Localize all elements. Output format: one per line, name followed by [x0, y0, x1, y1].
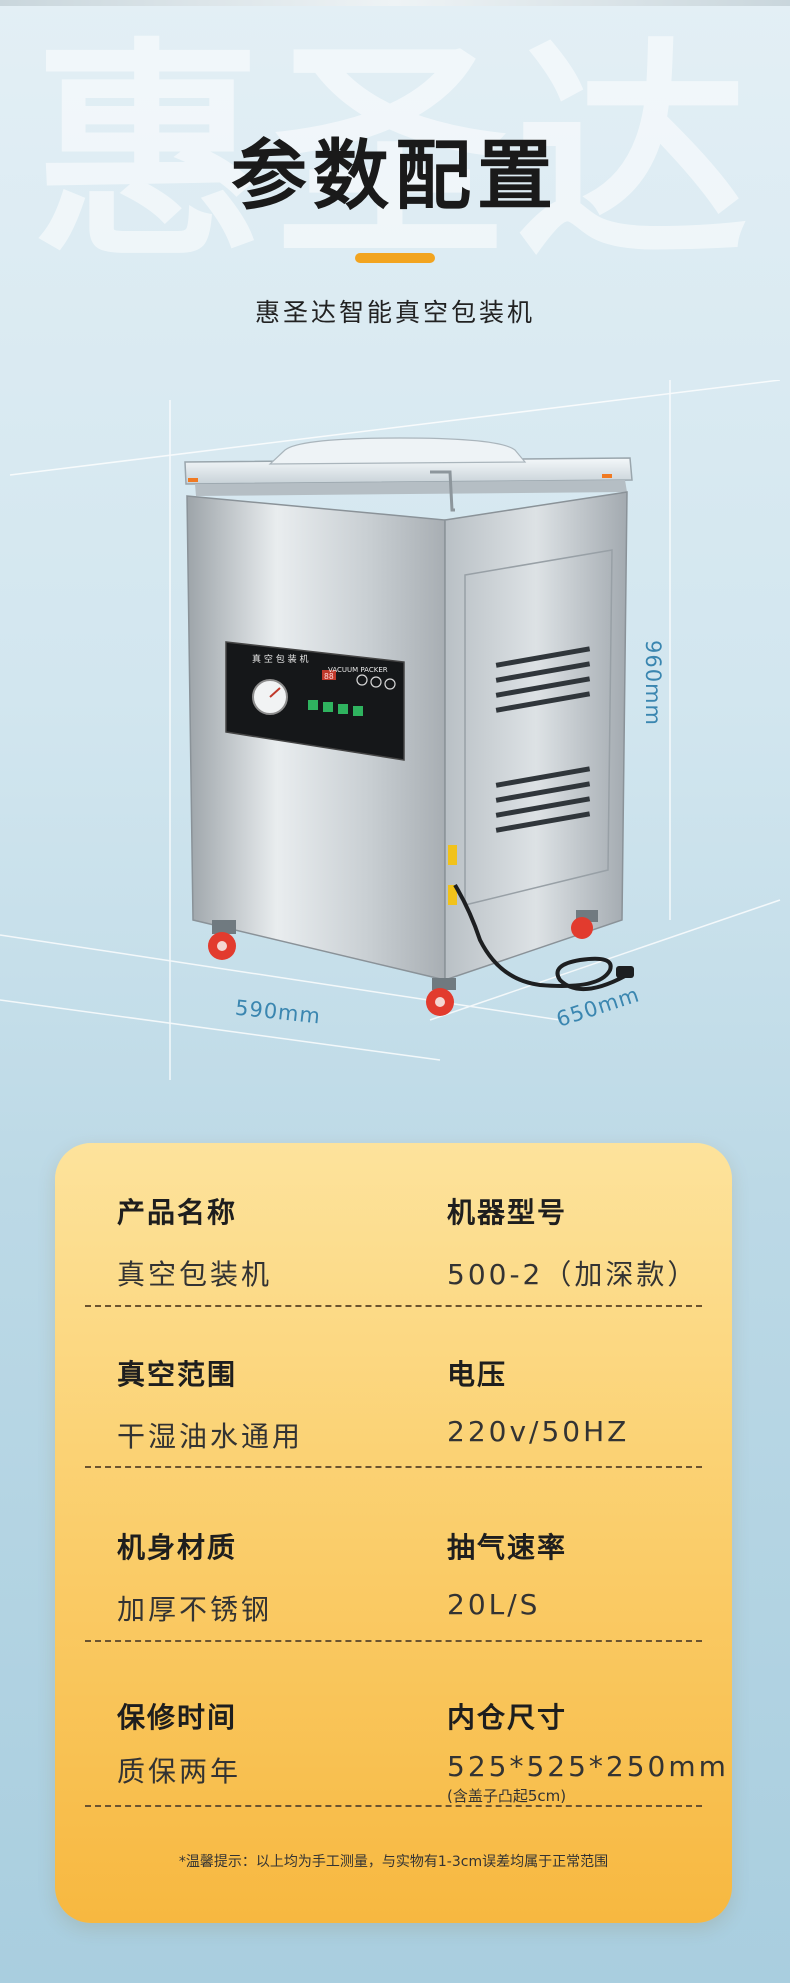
spec-cell: 电压 220v/50HZ — [447, 1353, 747, 1448]
spec-value: 加厚不锈钢 — [117, 1593, 273, 1626]
spec-value: 500-2（加深款） — [447, 1258, 699, 1291]
spec-value: 220v/50HZ — [447, 1415, 630, 1448]
spec-cell: 保修时间 质保两年 — [117, 1696, 417, 1790]
spec-cell: 机器型号 500-2（加深款） — [447, 1191, 747, 1293]
spec-note: (含盖子凸起5cm) — [447, 1787, 567, 1805]
spec-label: 机器型号 — [447, 1196, 568, 1229]
spec-cell: 产品名称 真空包装机 — [117, 1191, 417, 1293]
brand-watermark: 惠圣达 — [31, 19, 758, 289]
panel-label: 真 空 包 装 机 — [252, 653, 308, 665]
spec-label: 抽气速率 — [447, 1531, 568, 1564]
spec-label: 产品名称 — [117, 1196, 238, 1229]
spec-value: 质保两年 — [117, 1755, 242, 1788]
spec-value: 20L/S — [447, 1588, 541, 1621]
spec-label: 机身材质 — [117, 1531, 238, 1564]
spec-label: 电压 — [447, 1358, 508, 1391]
spec-cell: 真空范围 干湿油水通用 — [117, 1353, 417, 1455]
row-divider — [85, 1640, 702, 1642]
spec-label: 内仓尺寸 — [447, 1701, 568, 1734]
spec-cell: 机身材质 加厚不锈钢 — [117, 1526, 417, 1628]
row-divider — [85, 1805, 702, 1807]
spec-cell: 内仓尺寸 525*525*250mm (含盖子凸起5cm) — [447, 1696, 747, 1806]
spec-card: 产品名称 真空包装机 机器型号 500-2（加深款） 真空范围 干湿油水通用 电… — [55, 1143, 732, 1923]
page-subtitle: 惠圣达智能真空包装机 — [254, 298, 535, 327]
vacuum-packer-image: 真 空 包 装 机 VACUUM PACKER 88 — [0, 380, 781, 1080]
title-underline — [355, 253, 435, 263]
panel-readout: 88 — [324, 672, 334, 681]
height-dimension: 960mm — [641, 640, 665, 726]
spec-value: 干湿油水通用 — [117, 1420, 304, 1453]
spec-cell: 抽气速率 20L/S — [447, 1526, 747, 1621]
spec-value: 525*525*250mm — [447, 1750, 729, 1783]
row-divider — [85, 1305, 702, 1307]
row-divider — [85, 1466, 702, 1468]
spec-label: 保修时间 — [117, 1701, 238, 1734]
measurement-tip: *温馨提示：以上均为手工测量，与实物有1-3cm误差均属于正常范围 — [178, 1854, 609, 1870]
top-edge — [0, 0, 790, 6]
spec-value: 真空包装机 — [117, 1258, 273, 1291]
page-title: 参数配置 — [231, 131, 559, 220]
spec-label: 真空范围 — [117, 1358, 238, 1391]
panel-label-en: VACUUM PACKER — [328, 666, 388, 674]
